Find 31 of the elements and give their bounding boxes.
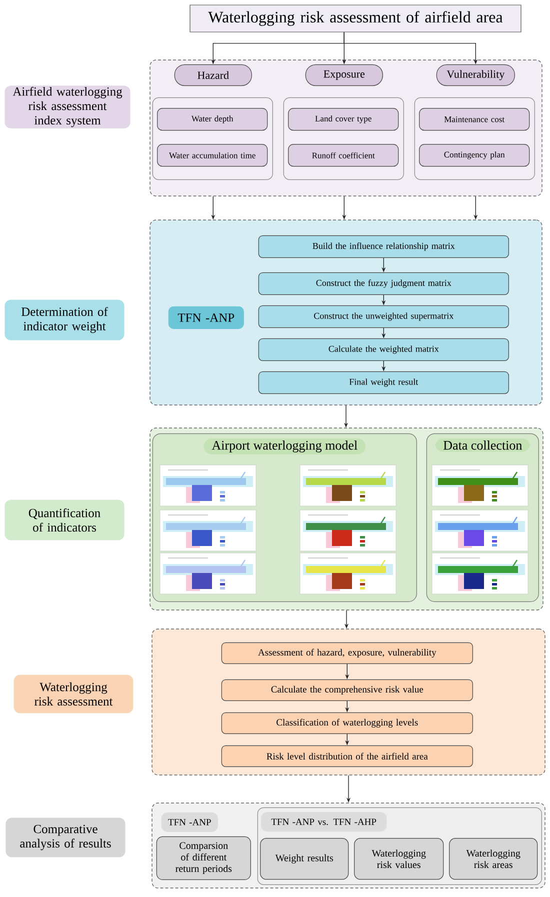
result-box: Waterlogging risk values [354,838,444,880]
indicator-box: Runoff coefficient [288,144,399,167]
step-box: Risk level distribution of the airfield area [221,745,473,767]
stage-label: Comparative analysis of results [6,818,126,858]
result-box: Waterlogging risk areas [449,838,538,880]
step-box: Construct the fuzzy judgment matrix [258,272,509,295]
step-box: Final weight result [258,371,509,394]
step-box: Calculate the weighted matrix [258,338,509,361]
indicator-box: Water depth [157,108,268,131]
category-pill: Exposure [305,64,383,86]
indicator-box: Contingency plan [419,144,530,167]
step-box: Classification of waterlogging levels [221,712,473,734]
step-box: Calculate the comprehensive risk value [221,679,473,701]
stage-label: Determination of indicator weight [4,300,124,340]
category-pill: Hazard [174,64,252,86]
step-box: Construct the unweighted supermatrix [258,305,509,328]
indicator-box: Maintenance cost [419,108,530,131]
indicator-box: Water accumulation time [157,144,268,167]
result-box: Comparsion of different return periods [156,836,251,880]
method-pill: TFN -ANP [168,306,244,329]
category-pill: Vulnerability [436,64,515,86]
indicator-box: Land cover type [288,108,399,131]
stage-label: Airfield waterlogging risk assessment index system [4,86,130,128]
result-box: Weight results [260,838,349,880]
step-box: Build the influence relationship matrix [258,235,509,258]
title-box: Waterlogging risk assessment of airfield area [190,4,522,32]
method-pill: TFN -ANP [161,812,218,832]
method-pill: TFN -ANP vs. TFN -AHP [261,812,387,832]
step-box: Assessment of hazard, exposure, vulnerability [221,642,473,664]
stage-label: Quantification of indicators [4,500,124,540]
stage-label: Waterlogging risk assessment [14,674,134,714]
